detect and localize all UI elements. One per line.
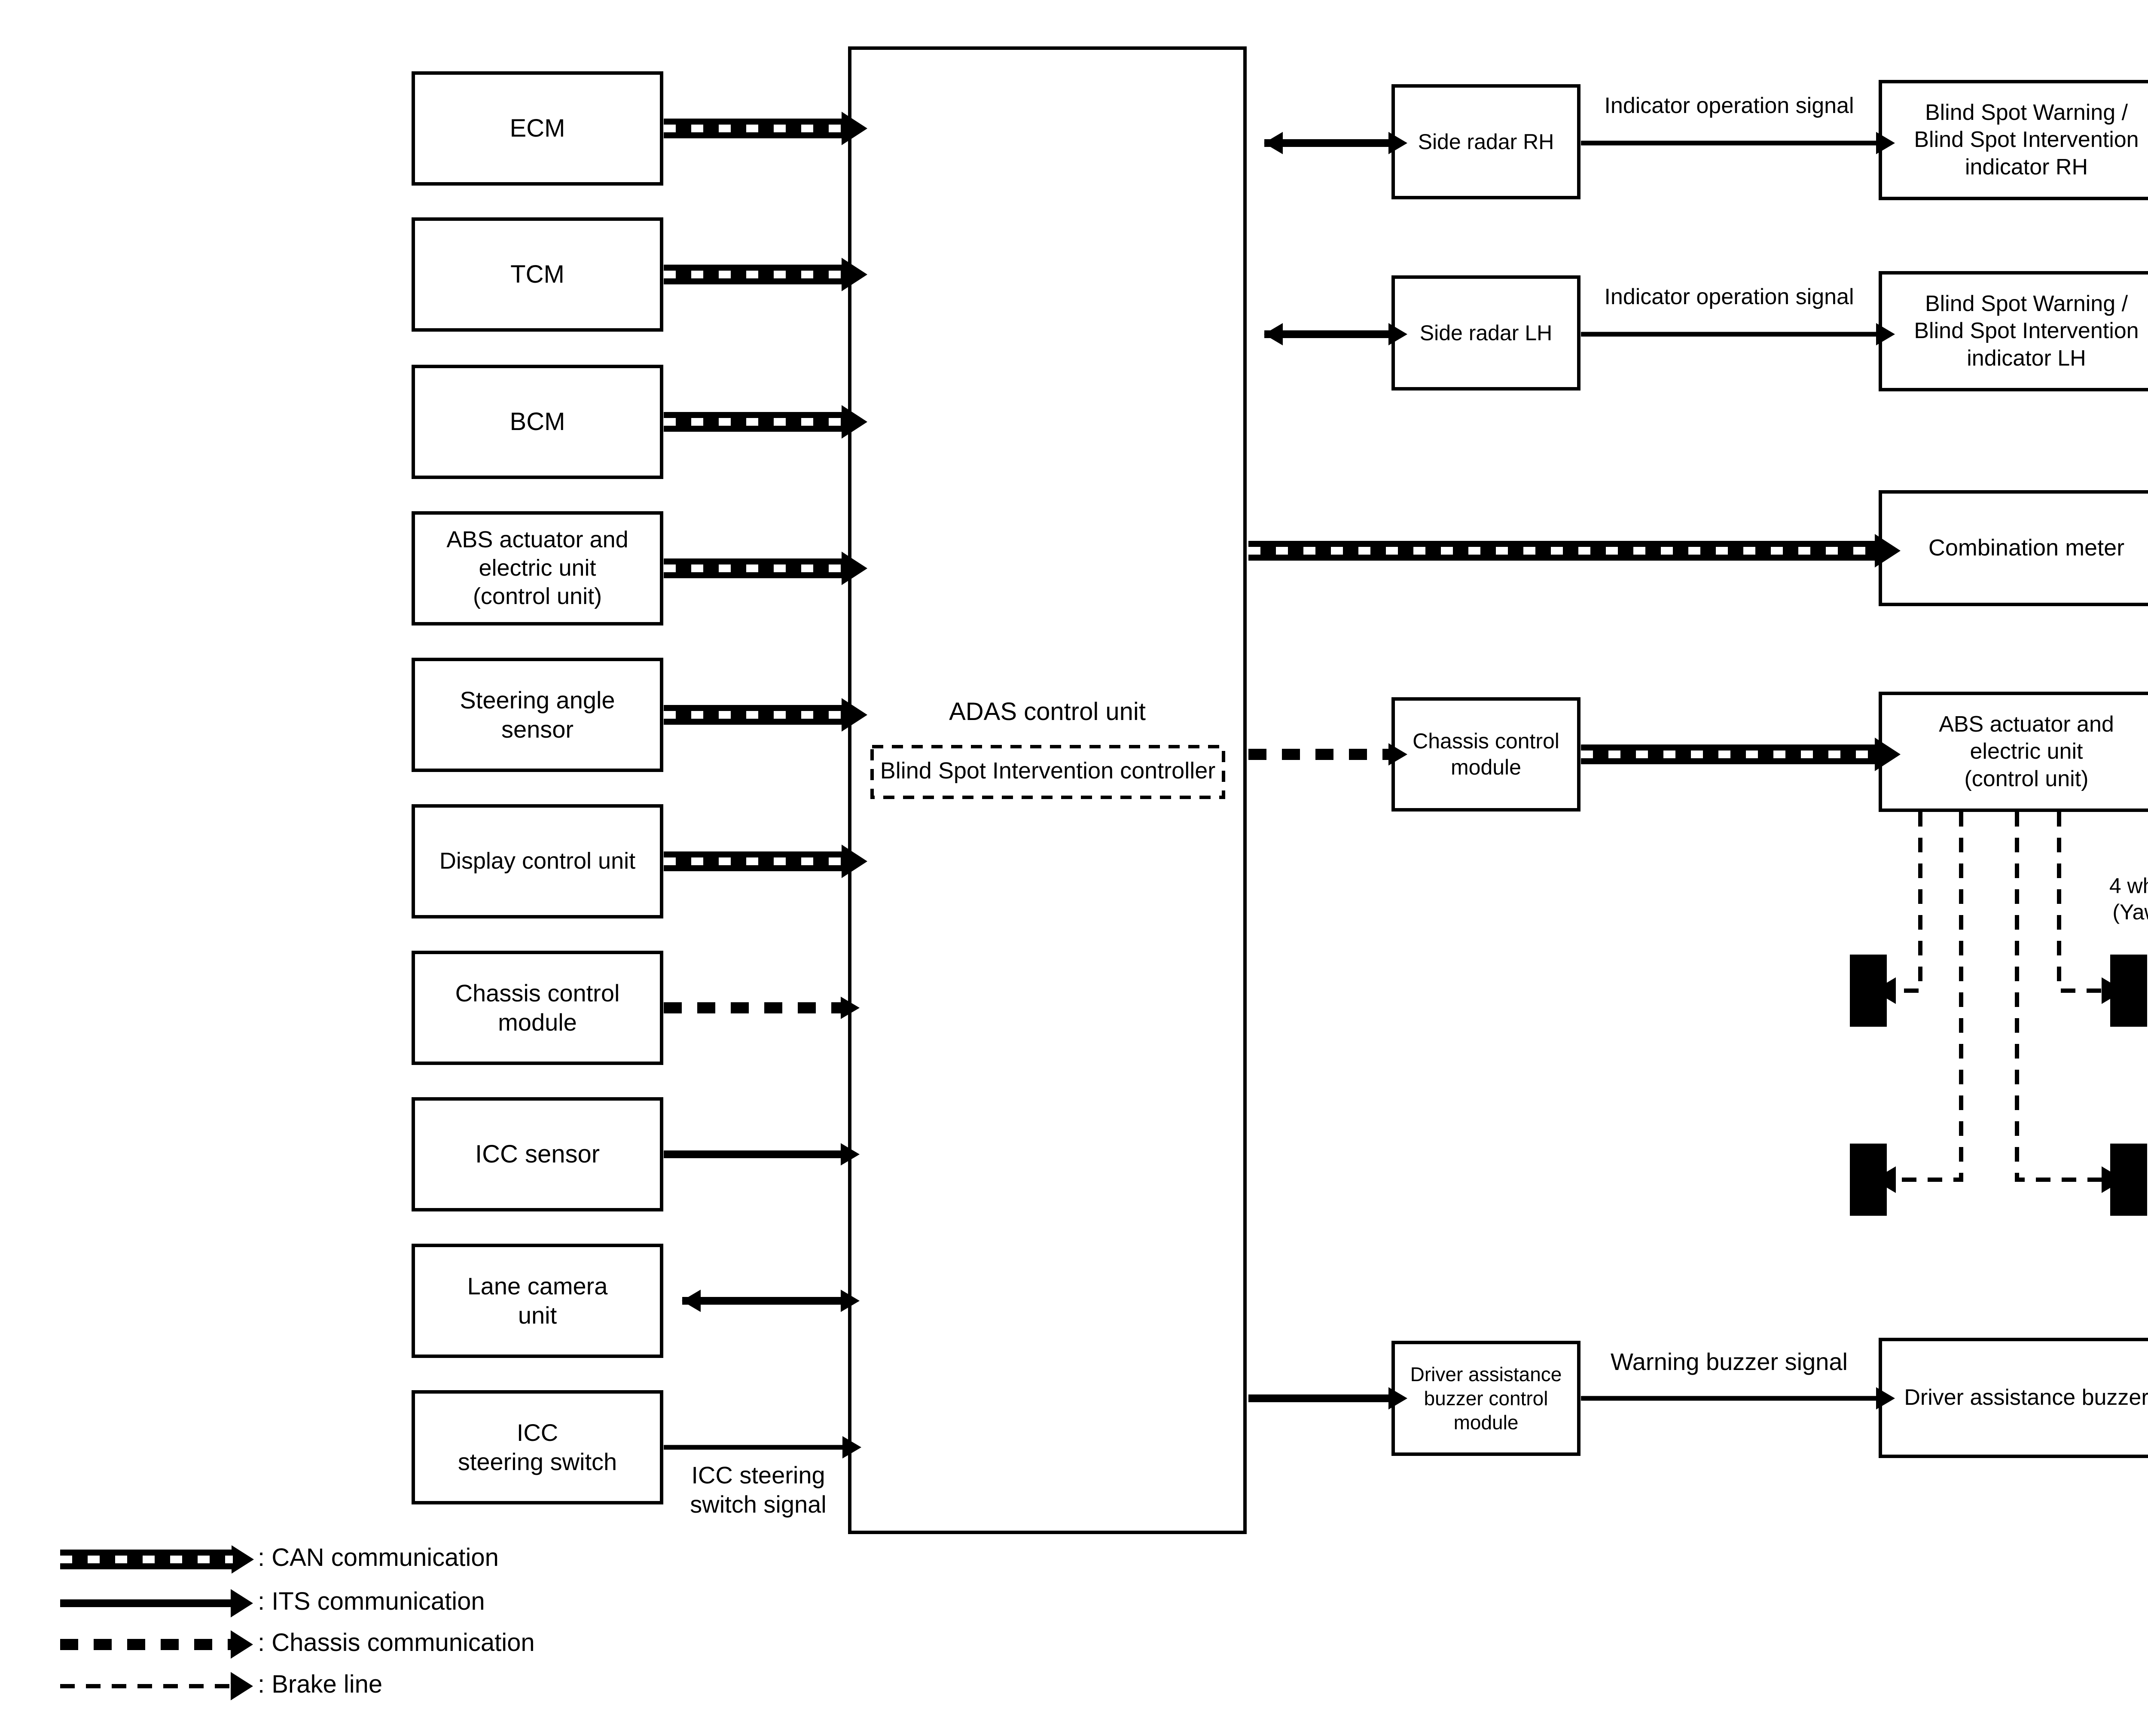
side-radar-lh-box — [1391, 275, 1580, 391]
blind-spot-intervention-controller-label: Blind Spot Intervention controller — [880, 758, 1216, 784]
driver-assistance-buzzer-control-module-box — [1391, 1341, 1580, 1456]
chassis-control-module-left-box — [412, 951, 663, 1065]
abs-actuator-right-box — [1879, 692, 2148, 812]
chassis-control-module-right-box — [1391, 697, 1580, 812]
driver-assistance-buzzer-box — [1879, 1338, 2148, 1458]
legend-label-can: : CAN communication — [258, 1544, 499, 1571]
bcm-box — [412, 365, 663, 479]
indicator-operation-signal-lh-label: Indicator operation signal — [1604, 284, 1854, 309]
brake-line-front-right — [2057, 812, 2124, 1004]
combination-meter-box — [1879, 490, 2148, 606]
tcm-box — [412, 217, 663, 332]
four-wheels-brake-control-label: 4 wheels brake control (Yaw moment contr… — [2109, 874, 2148, 924]
steering-angle-sensor-box — [412, 658, 663, 772]
wheel-front-right — [2110, 955, 2147, 1027]
adas-control-unit-title: ADAS control unit — [949, 698, 1146, 726]
icc-steering-switch-signal-label: ICC steering switch signal — [690, 1461, 827, 1518]
abs-actuator-left-box — [412, 511, 663, 625]
display-control-unit-box — [412, 804, 663, 918]
legend-label-chassis: : Chassis communication — [258, 1629, 535, 1657]
brake-line-front-left — [1873, 812, 1922, 1004]
side-radar-rh-box — [1391, 84, 1580, 199]
warning-buzzer-signal-label: Warning buzzer signal — [1611, 1348, 1848, 1375]
bsw-bsi-indicator-rh-box — [1879, 80, 2148, 200]
ecm-box — [412, 71, 663, 186]
lane-camera-unit-box — [412, 1244, 663, 1358]
wheel-front-left — [1850, 955, 1887, 1027]
bsw-bsi-indicator-lh-box — [1879, 271, 2148, 391]
icc-steering-switch-box — [412, 1390, 663, 1504]
brake-line-rear-left — [1873, 812, 1963, 1193]
wheel-rear-left — [1850, 1144, 1887, 1216]
icc-sensor-box — [412, 1097, 663, 1211]
legend-label-brake: : Brake line — [258, 1670, 383, 1698]
indicator-operation-signal-rh-label: Indicator operation signal — [1604, 93, 1854, 118]
brake-line-rear-right — [2015, 812, 2124, 1193]
adas-control-unit-box — [848, 46, 1247, 1534]
legend-label-its: : ITS communication — [258, 1587, 485, 1615]
blind-spot-intervention-controller-box — [870, 745, 1225, 799]
wheel-rear-right — [2110, 1144, 2147, 1216]
